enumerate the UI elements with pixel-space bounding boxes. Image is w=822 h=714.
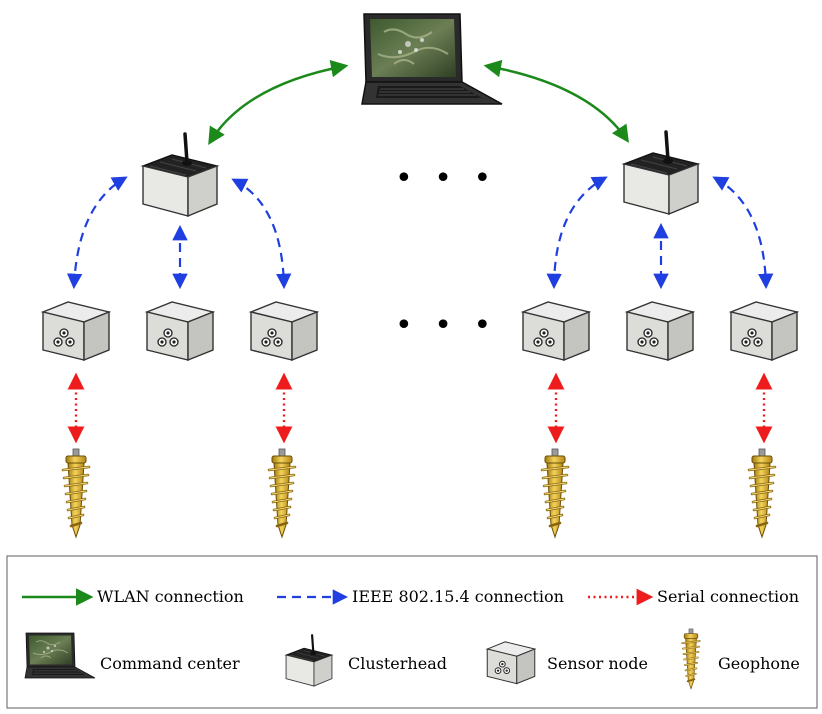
legend-serial: Serial connection [588, 587, 799, 606]
legend-command-center: Command center [24, 632, 240, 679]
sensor-node-1 [42, 301, 110, 361]
ellipsis-middle: • • • [395, 308, 497, 343]
sensor-node-6 [730, 301, 798, 361]
sensor-node-2 [146, 301, 214, 361]
ellipsis-top: • • • [395, 161, 497, 196]
legend-wlan-label: WLAN connection [97, 587, 244, 606]
legend-geophone: Geophone [681, 628, 800, 690]
wlan-arrow-right [483, 59, 629, 143]
ieee-arrow-right-1 [546, 176, 608, 290]
clusterhead-left [141, 132, 219, 218]
legend-command-center-label: Command center [100, 654, 240, 673]
legend-box [6, 555, 818, 709]
ieee-arrow-left-3 [231, 178, 292, 290]
sensor-node-icon [486, 641, 536, 685]
geophone-1 [61, 447, 91, 539]
command-center-laptop [361, 13, 503, 105]
geophone-3 [540, 447, 570, 539]
legend-serial-label: Serial connection [657, 587, 799, 606]
legend-ieee: IEEE 802.15.4 connection [277, 587, 564, 606]
legend-wlan: WLAN connection [22, 587, 244, 606]
wlan-arrow-left [208, 60, 349, 145]
legend-sensor-node: Sensor node [486, 641, 648, 685]
sensor-node-3 [250, 301, 318, 361]
legend-sensor-node-label: Sensor node [547, 654, 648, 673]
ieee-arrow-right-3 [712, 176, 774, 290]
geophone-2 [267, 447, 297, 539]
legend-clusterhead-label: Clusterhead [348, 654, 447, 673]
sensor-node-4 [522, 301, 590, 361]
legend-clusterhead: Clusterhead [284, 634, 447, 688]
sensor-node-5 [626, 301, 694, 361]
legend-geophone-label: Geophone [718, 654, 800, 673]
legend: WLAN connection IEEE 802.15.4 connection… [6, 555, 818, 709]
ieee-arrow-left-1 [66, 176, 128, 290]
geophone-4 [747, 447, 777, 539]
clusterhead-right [622, 130, 700, 216]
legend-ieee-label: IEEE 802.15.4 connection [352, 587, 564, 606]
